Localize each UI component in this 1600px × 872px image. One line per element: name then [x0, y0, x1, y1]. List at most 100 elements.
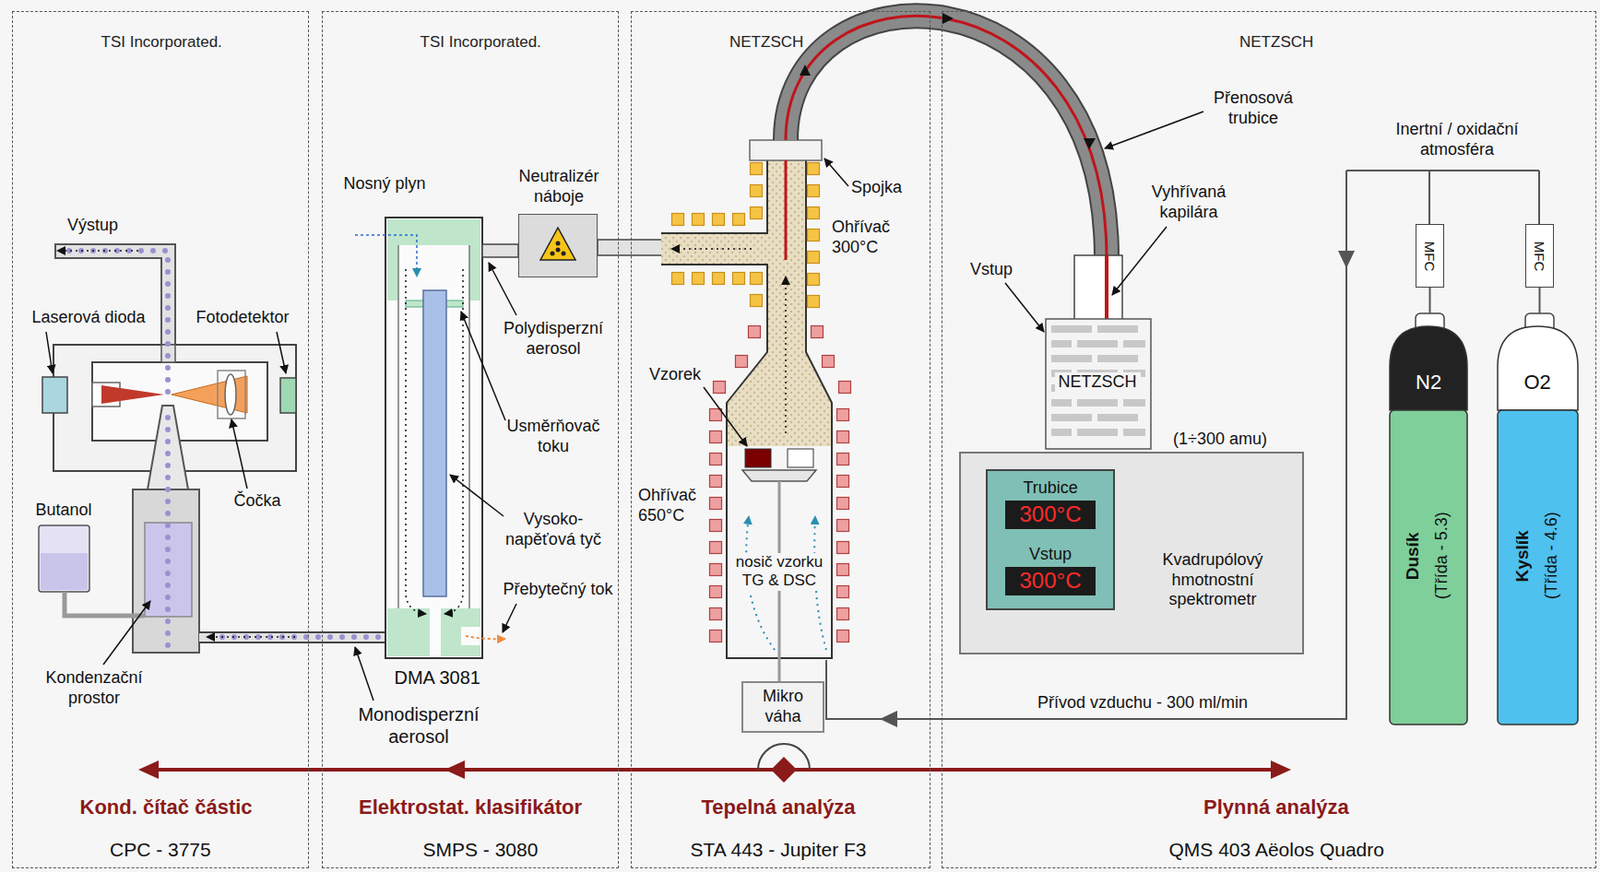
neutralizer-box: Neutralizér náboje	[518, 213, 598, 278]
part-label: Ohřívač 300°C	[831, 217, 901, 258]
heater-element	[710, 564, 723, 577]
gas-supply	[879, 711, 898, 728]
dma-drawing	[550, 251, 556, 257]
part-label: Vstup	[970, 260, 1013, 281]
brick-texture	[1077, 399, 1118, 407]
leader-line	[488, 262, 517, 316]
instrument-panel: TSI Incorporated. Kond. čítač částicCPC -…	[11, 11, 309, 869]
dma-drawing	[561, 251, 567, 257]
brick-texture	[1051, 325, 1092, 333]
heater-element	[713, 381, 726, 394]
node-text: (Třída - 4.6)	[1540, 511, 1562, 600]
leader-line	[1005, 283, 1044, 332]
thermal-analyzer-drawing	[661, 140, 852, 682]
part-label: Čočka	[234, 491, 282, 512]
heater-element	[710, 586, 723, 599]
brick-texture	[1123, 399, 1146, 407]
part-label: Polydisperzní aerosol	[493, 319, 614, 359]
heater-element	[837, 586, 850, 599]
part-label: Ohřívač 650°C	[638, 485, 705, 526]
gas-supply	[1338, 250, 1355, 269]
workflow-arrow	[138, 744, 1292, 783]
dma-drawing	[556, 241, 561, 247]
inlet-block: NETZSCH	[1045, 319, 1151, 450]
heater-element	[750, 163, 763, 176]
workflow-arrow	[770, 757, 797, 783]
node-text: 300°C	[1005, 567, 1097, 596]
part-label: (1÷300 amu)	[1173, 429, 1268, 451]
node-text: QMS 403 Aëolos Quadro	[1169, 838, 1385, 862]
thermal-analyzer-drawing	[787, 449, 814, 468]
part-label: Vysoko- napěťová tyč	[497, 509, 609, 550]
node-text: TSI Incorporated.	[101, 33, 223, 52]
node-text: NETZSCH	[1054, 372, 1141, 393]
gas-line	[1539, 287, 1541, 314]
heater-element	[807, 296, 820, 309]
part-label: Laserová dioda	[32, 308, 146, 329]
workflow-arrow	[444, 760, 465, 780]
cpc-drawing	[42, 377, 68, 414]
node-text: Kond. čítač částic	[80, 795, 253, 820]
dma-drawing	[469, 245, 481, 301]
thermal-analyzer-drawing	[784, 160, 788, 261]
heater-element	[807, 273, 820, 286]
heater-element	[837, 409, 850, 422]
heater-element	[837, 608, 850, 621]
thermal-analyzer-drawing	[784, 276, 787, 434]
heater-element	[733, 272, 746, 285]
brick-texture	[1051, 355, 1092, 363]
part-label: Inertní / oxidační atmosféra	[1378, 119, 1536, 160]
heater-element	[839, 381, 852, 394]
leader-line	[276, 331, 286, 374]
node-text: CPC - 3775	[109, 838, 212, 862]
mass-spectrometer-drawing	[1104, 255, 1109, 322]
node-text: (Třída - 5.3)	[1431, 511, 1452, 600]
brick-texture	[1097, 355, 1138, 363]
part-label: Přebytečný tok	[503, 580, 614, 601]
brick-texture	[1077, 428, 1118, 437]
heater-element	[837, 475, 850, 488]
cpc-drawing	[225, 374, 237, 415]
instrument-panel: TSI Incorporated.Elektrostat. klasifikát…	[321, 11, 619, 869]
mass-spectrometer-drawing	[1074, 255, 1123, 322]
heater-element	[837, 520, 850, 533]
temperature-display: Trubice300°CVstup300°C	[985, 469, 1115, 611]
spectrometer-box: Kvadrupólový hmotnostní spektrometrTrubi…	[959, 451, 1304, 655]
brick-texture	[1051, 428, 1072, 437]
heater-element	[837, 542, 850, 555]
part-label: Spojka	[851, 177, 902, 199]
leader-line	[355, 647, 374, 701]
node-text: O2	[1524, 370, 1552, 395]
heater-element	[748, 326, 761, 339]
dma-drawing	[355, 213, 663, 659]
gas-supply	[1497, 410, 1578, 725]
gas-supply	[1497, 326, 1578, 411]
node-text: Dusík	[1402, 532, 1424, 581]
heater-element	[692, 272, 705, 285]
brick-texture	[1077, 340, 1118, 348]
heater-element	[672, 163, 852, 643]
heater-element	[837, 630, 850, 643]
instrument-panel: NETZSCHPlynná analýzaQMS 403 Aëolos Quad…	[941, 11, 1597, 869]
part-label: nosič vzorku TG & DSC	[729, 553, 830, 592]
part-label: Vzorek	[649, 365, 701, 386]
node-text: N2	[1415, 370, 1442, 395]
part-label: Přívod vzduchu - 300 ml/min	[1037, 693, 1248, 714]
leader-line	[502, 604, 517, 633]
transfer-tube	[785, 15, 1107, 259]
heater-element	[837, 453, 850, 466]
part-label: Kondenzační prostor	[38, 668, 150, 709]
thermal-analyzer-drawing	[749, 140, 822, 161]
leader-line	[46, 331, 53, 374]
node-text: Vstup	[1029, 545, 1072, 566]
heater-element	[807, 251, 820, 264]
heater-element	[710, 431, 723, 444]
dma-drawing	[597, 239, 663, 256]
workflow-arrow	[152, 768, 1277, 772]
heater-element	[750, 272, 763, 285]
heater-element	[735, 355, 748, 368]
gas-cylinder: N2Dusík (Třída - 5.3)	[1389, 313, 1468, 725]
cpc-drawing	[38, 244, 386, 653]
gas-supply	[1389, 326, 1468, 411]
